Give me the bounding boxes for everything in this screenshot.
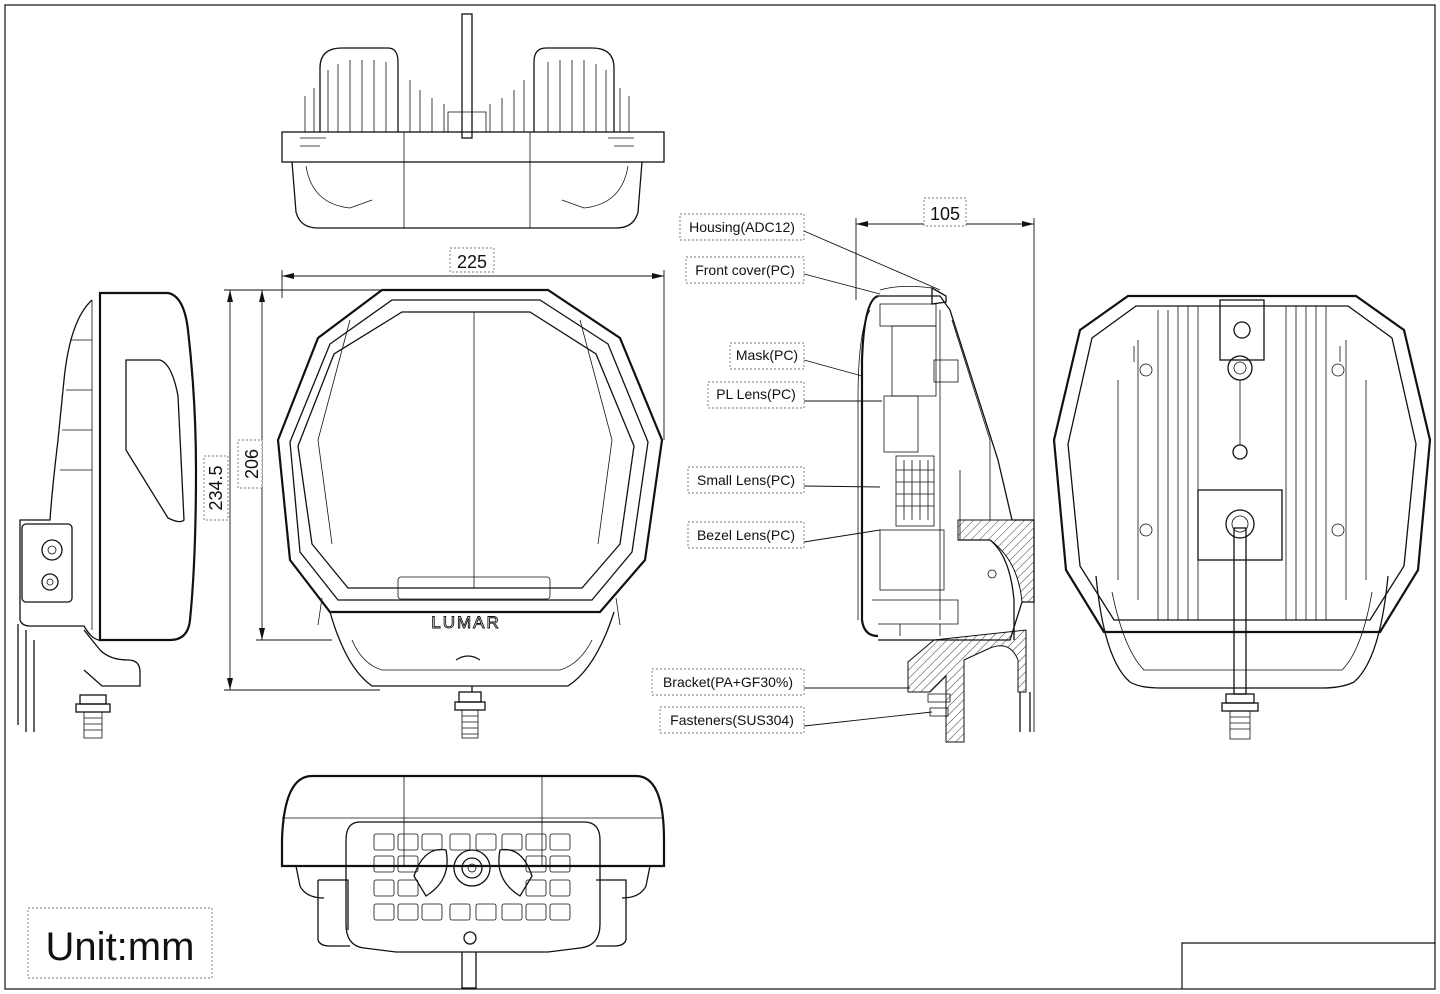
- section-view: [857, 286, 1035, 743]
- title-block-corner: [1181, 942, 1435, 989]
- callout-small-lens-label: Small Lens(PC): [697, 472, 795, 488]
- dimension-height-inner-label: 206: [242, 449, 262, 479]
- callout-small-lens: Small Lens(PC): [687, 466, 881, 494]
- callout-housing: Housing(ADC12): [679, 213, 941, 291]
- callout-housing-label: Housing(ADC12): [689, 219, 795, 235]
- sheet-border: [4, 4, 1436, 990]
- unit-label: Unit:mm: [46, 925, 195, 969]
- rear-view: [1052, 294, 1432, 740]
- callout-front-cover: Front cover(PC): [685, 256, 881, 295]
- dimension-width-label: 225: [457, 252, 487, 272]
- top-view: [281, 13, 665, 229]
- callout-mask-label: Mask(PC): [736, 347, 798, 363]
- bottom-view: [280, 774, 666, 989]
- front-view: LUMAR: [276, 288, 664, 739]
- callout-pl-lens-label: PL Lens(PC): [716, 386, 796, 402]
- callout-bracket-label: Bracket(PA+GF30%): [663, 674, 793, 690]
- dimension-depth-label: 105: [930, 204, 960, 224]
- callout-fasteners-label: Fasteners(SUS304): [670, 712, 794, 728]
- callout-front-cover-label: Front cover(PC): [695, 262, 795, 278]
- left-side-view: [17, 291, 198, 739]
- dimension-width: 225: [281, 247, 665, 440]
- callout-bezel-lens-label: Bezel Lens(PC): [697, 527, 795, 543]
- callout-pl-lens: PL Lens(PC): [707, 381, 882, 409]
- front-logo: LUMAR: [431, 613, 501, 632]
- dimension-height-total-label: 234.5: [206, 465, 226, 510]
- dimension-depth: 105: [855, 197, 1035, 732]
- callout-bezel-lens: Bezel Lens(PC): [687, 521, 881, 549]
- dimension-height-total: 234.5: [203, 289, 380, 691]
- callout-fasteners: Fasteners(SUS304): [659, 706, 933, 734]
- callout-mask: Mask(PC): [729, 342, 863, 377]
- rear-grid: [373, 833, 571, 921]
- dimension-height-inner: 206: [237, 289, 392, 641]
- callout-bracket: Bracket(PA+GF30%): [651, 668, 910, 696]
- unit-label-box: Unit:mm: [27, 907, 213, 979]
